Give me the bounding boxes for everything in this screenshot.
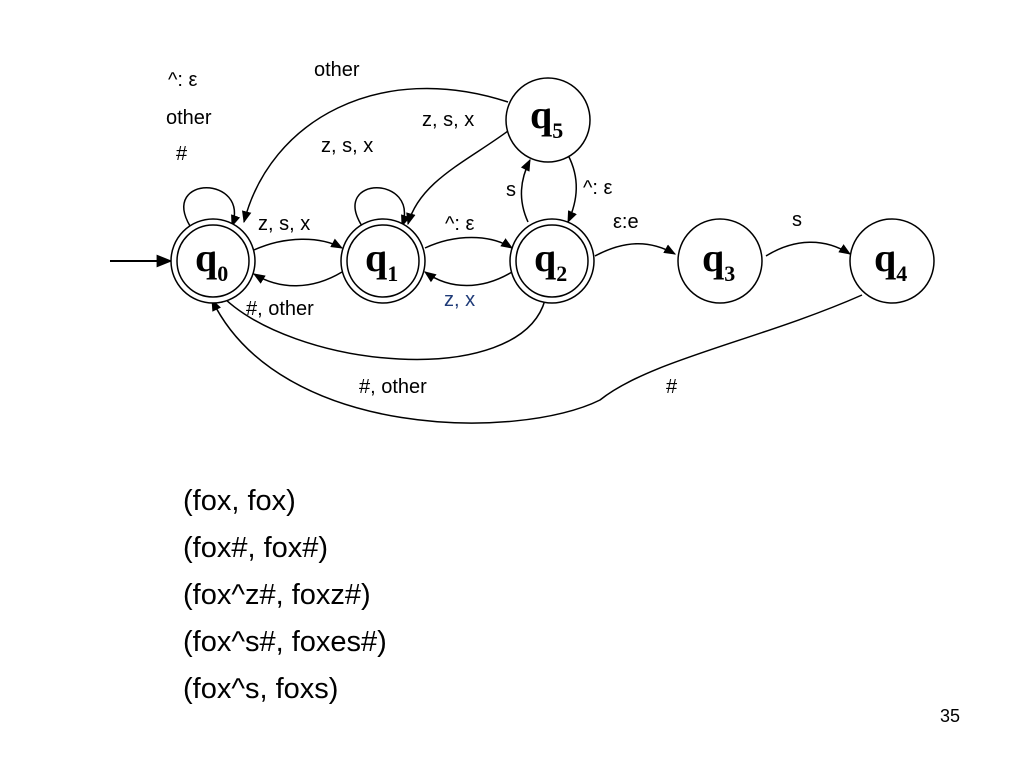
label-q5-q1: z, s, x	[422, 109, 474, 131]
label-q2-q0: #, other	[359, 376, 427, 398]
state-q3	[677, 218, 763, 304]
state-q0	[170, 218, 256, 304]
edge-q1-q0	[252, 271, 343, 287]
edge-q4-q0	[211, 294, 863, 424]
example-line: (fox^s#, foxes#)	[183, 626, 387, 658]
state-q3-label: q3	[702, 235, 735, 286]
example-line: (fox^z#, foxz#)	[183, 579, 371, 611]
label-q0-loop-2: other	[166, 107, 212, 129]
edge-q2-q3	[594, 243, 677, 257]
example-line: (fox#, fox#)	[183, 532, 329, 564]
state-q2-label: q2	[534, 235, 567, 286]
label-q4-q0: #	[666, 376, 678, 398]
edge-q1-loop	[354, 187, 411, 228]
label-q1-q0: #, other	[246, 298, 314, 320]
page-number: 35	[940, 706, 961, 726]
state-q0-label: q0	[195, 235, 228, 286]
label-q0-loop-3: #	[176, 143, 188, 165]
edge-q2-q1	[424, 271, 513, 287]
example-line: (fox^s, foxs)	[183, 673, 339, 705]
state-q5	[505, 77, 591, 163]
state-q2	[509, 218, 595, 304]
label-q1-loop: z, s, x	[321, 135, 373, 157]
edge-q0-loop	[183, 187, 241, 228]
state-q4	[849, 218, 935, 304]
example-line: (fox, fox)	[183, 485, 296, 517]
edge-q1-q2	[424, 236, 514, 249]
edge-q5-q1	[406, 127, 513, 226]
label-q2-q1: z, x	[444, 289, 475, 311]
label-q2-q3: ε:e	[613, 211, 639, 233]
label-q5-q2: ^: ε	[583, 177, 612, 199]
example-pairs: (fox, fox) (fox#, fox#) (fox^z#, foxz#) …	[183, 478, 387, 713]
label-q5-q0: other	[314, 59, 360, 81]
edge-q2-q0	[217, 291, 546, 361]
label-q3-q4: s	[792, 209, 802, 231]
label-q0-q1: z, s, x	[258, 213, 310, 235]
label-q2-q5: s	[506, 179, 516, 201]
edge-q3-q4	[765, 241, 852, 257]
state-q1-label: q1	[365, 235, 398, 286]
label-q0-loop-1: ^: ε	[168, 69, 197, 91]
edge-q2-q5	[520, 158, 531, 223]
state-q1	[340, 218, 426, 304]
state-q4-label: q4	[874, 235, 907, 286]
fst-diagram: q0 q1 q2 q3 q4 q5 ^: ε other # other	[110, 59, 935, 424]
edge-q5-q2	[567, 154, 577, 224]
edge-q5-q0	[242, 87, 509, 224]
state-q5-label: q5	[530, 92, 563, 143]
label-q1-q2: ^: ε	[445, 213, 474, 235]
edge-q0-q1	[253, 238, 344, 251]
